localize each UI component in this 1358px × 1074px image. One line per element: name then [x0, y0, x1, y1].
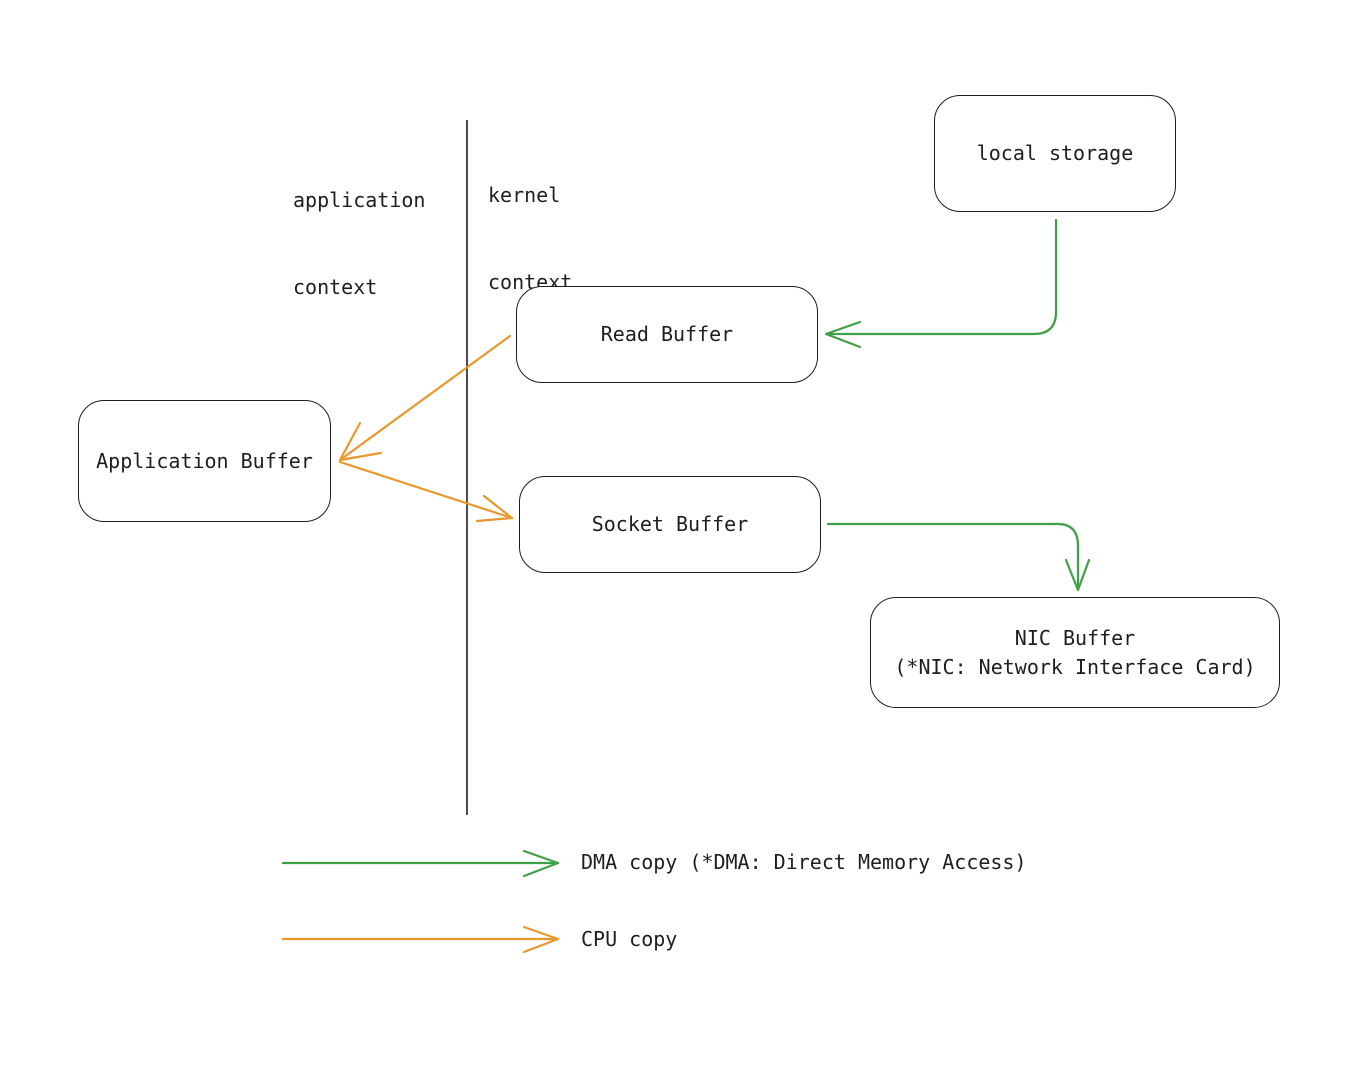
- kernel-context-line-1: kernel: [488, 183, 561, 207]
- read-buffer-node: Read Buffer: [516, 286, 818, 383]
- nic-buffer-description: (*NIC: Network Interface Card): [894, 654, 1256, 679]
- local-storage-node: local storage: [934, 95, 1176, 212]
- cpu-arrow-app-buffer-to-socket-buffer: [338, 460, 514, 523]
- dma-arrow-storage-to-read-buffer: [824, 218, 1058, 349]
- application-buffer-label: Application Buffer: [96, 448, 313, 473]
- application-buffer-node: Application Buffer: [78, 400, 331, 522]
- socket-buffer-label: Socket Buffer: [591, 512, 749, 536]
- nic-buffer-label: NIC Buffer: [1014, 625, 1136, 650]
- legend-cpu-arrow: [281, 925, 560, 954]
- application-context-line-1: application: [293, 188, 426, 212]
- read-buffer-label: Read Buffer: [600, 322, 734, 346]
- socket-buffer-node: Socket Buffer: [519, 476, 821, 573]
- legend-dma-arrow: [281, 849, 560, 878]
- legend-cpu-label: CPU copy: [581, 927, 678, 951]
- local-storage-label: local storage: [976, 141, 1134, 165]
- application-context-line-2: context: [293, 275, 378, 299]
- cpu-arrow-read-buffer-to-app-buffer: [338, 334, 512, 462]
- nic-buffer-node: NIC Buffer (*NIC: Network Interface Card…: [870, 597, 1280, 708]
- legend-dma-label: DMA copy (*DMA: Direct Memory Access): [581, 850, 1027, 874]
- dma-arrow-socket-buffer-to-nic-buffer: [826, 522, 1091, 592]
- kernel-context-label: kernel context: [488, 123, 572, 326]
- application-context-label: application context: [293, 128, 425, 331]
